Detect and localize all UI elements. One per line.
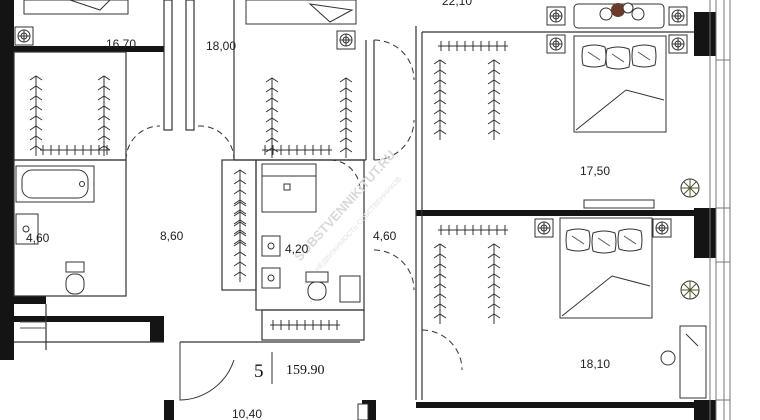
washer xyxy=(339,275,361,303)
doors xyxy=(125,39,463,371)
plant-icon-lower xyxy=(680,280,700,300)
niche-bottom xyxy=(357,403,369,420)
bathtub xyxy=(15,165,95,203)
tv-unit-upper xyxy=(583,199,655,209)
living-furniture xyxy=(546,2,688,29)
area-bathroom-left: 4,60 xyxy=(26,231,50,245)
window-facade xyxy=(709,0,731,420)
interior-walls xyxy=(13,0,694,400)
wardrobe-rail-left xyxy=(39,144,111,156)
wardrobe-rail-right-upper xyxy=(437,40,509,52)
window-bottom-left xyxy=(20,321,46,329)
area-living: 22,10 xyxy=(442,0,472,8)
hanger-icon-left-1 xyxy=(29,75,43,157)
bed-left xyxy=(23,0,129,15)
area-hall: 8,60 xyxy=(160,229,184,243)
toilet-left xyxy=(65,261,85,295)
hanger-icon-rl-2 xyxy=(487,243,501,325)
summary-badge: 5 159.90 xyxy=(254,352,325,384)
hanger-icon-hall-2 xyxy=(233,201,247,283)
lamp-icon-left xyxy=(14,26,34,46)
wardrobe-rail-corridor xyxy=(269,319,341,331)
wardrobe-rail-right-lower xyxy=(437,224,509,236)
area-bathroom-mid: 4,20 xyxy=(285,242,309,256)
hanger-icon-left-2 xyxy=(97,75,111,157)
sinks-mid xyxy=(261,235,281,289)
sink-left xyxy=(15,213,39,245)
bed-right-lower xyxy=(534,217,672,319)
rooms-count: 5 xyxy=(254,361,264,382)
area-bedroom-right-upper: 17,50 xyxy=(580,164,610,178)
area-bedroom-right-lower: 18,10 xyxy=(580,357,610,371)
area-bedroom-mid: 18,00 xyxy=(206,39,236,53)
hanger-icon-mid-2 xyxy=(339,77,353,159)
bed-right-upper xyxy=(546,34,688,133)
hanger-icon-rl-1 xyxy=(433,243,447,325)
hanger-icon-ru-2 xyxy=(487,59,501,141)
hanger-icon-ru-1 xyxy=(433,59,447,141)
total-area: 159.90 xyxy=(286,363,325,378)
plant-icon-upper xyxy=(680,178,700,198)
shower xyxy=(261,163,317,213)
area-corridor: 4,60 xyxy=(373,229,397,243)
area-entrance: 10,40 xyxy=(232,407,262,420)
desk xyxy=(660,325,707,399)
area-bedroom-left: 16,70 xyxy=(106,37,136,51)
lamp-icon-mid xyxy=(336,30,356,50)
bed-mid xyxy=(245,0,357,25)
toilet-mid xyxy=(305,271,329,301)
entrance-door xyxy=(179,342,235,401)
hanger-icon-mid-1 xyxy=(265,77,279,159)
